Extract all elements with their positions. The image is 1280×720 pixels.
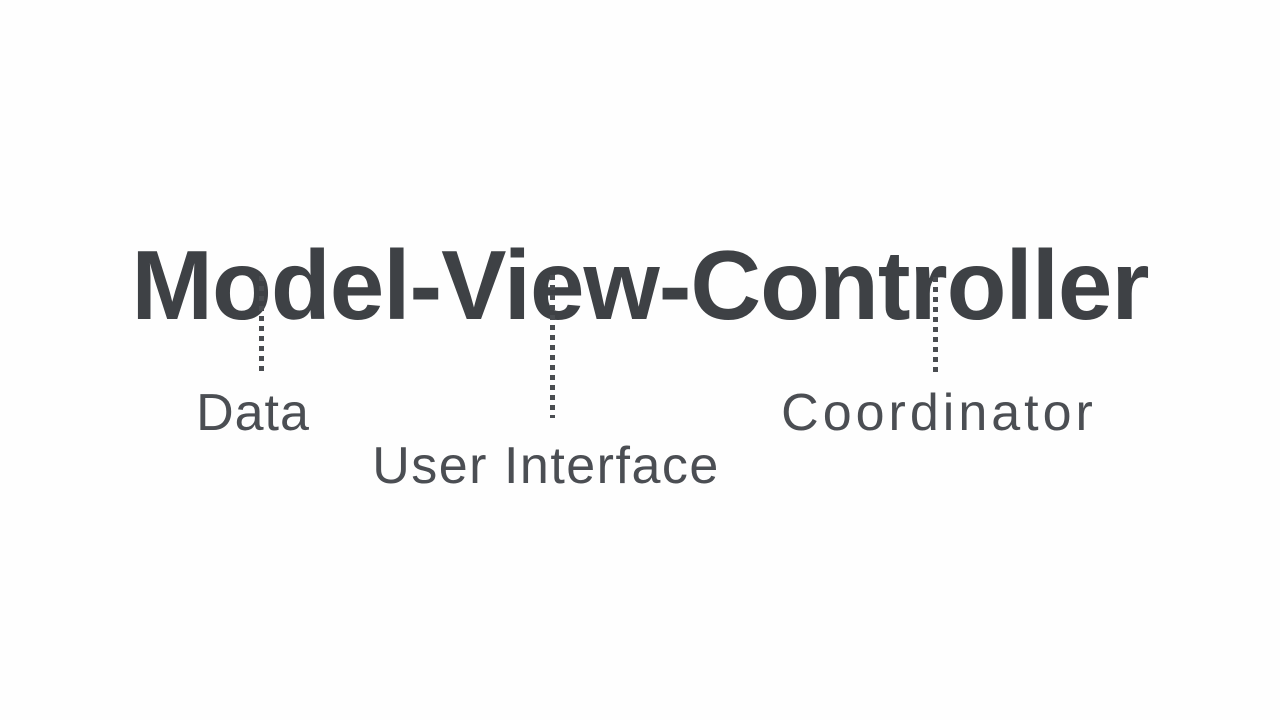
diagram-title: Model-View-Controller xyxy=(131,229,1149,340)
model-connector-dotted-line xyxy=(259,276,264,371)
controller-annotation-label: Coordinator xyxy=(781,384,1097,442)
model-annotation-label: Data xyxy=(196,384,310,442)
view-annotation-label: User Interface xyxy=(372,437,720,495)
controller-connector-dotted-line xyxy=(933,277,938,373)
view-connector-dotted-line xyxy=(550,275,555,418)
